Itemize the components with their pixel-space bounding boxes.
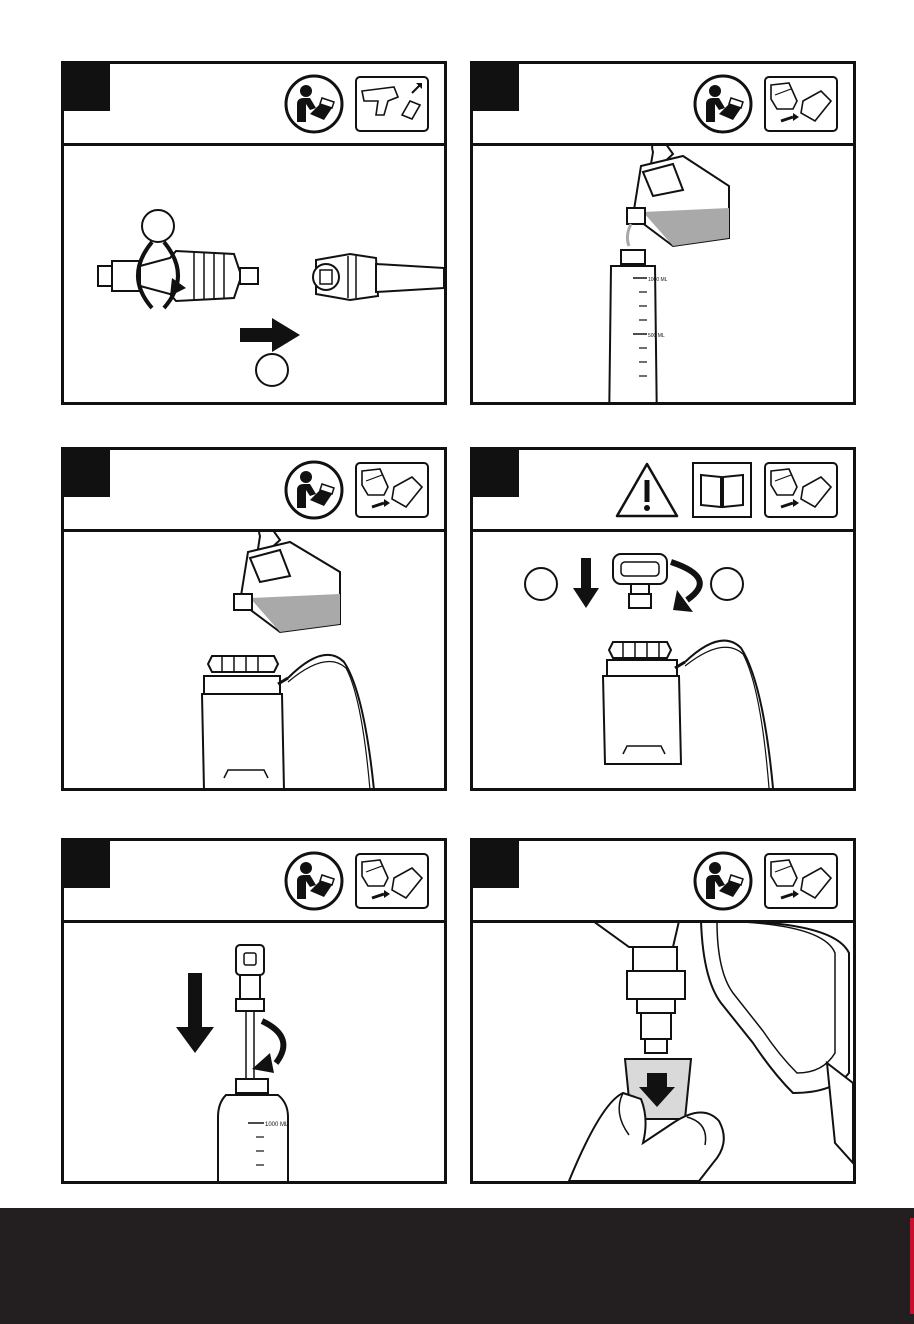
- step-number-box: [473, 841, 519, 888]
- detergent-jug: [627, 146, 729, 246]
- step-panel-1: [61, 61, 447, 405]
- detergent-bottle-icon: [763, 852, 839, 910]
- step-number-box: [473, 64, 519, 111]
- read-manual-icon: [284, 74, 344, 134]
- panel-header: [473, 841, 853, 923]
- detergent-tank: [603, 641, 773, 788]
- step-number-box: [473, 450, 519, 497]
- callout-circle: [525, 568, 557, 600]
- panel-illustration: 1000 ML 500 ML: [473, 146, 853, 402]
- connect-to-gun-illustration: [473, 923, 853, 1181]
- close-tank-illustration: [473, 532, 853, 788]
- footer-bar: [0, 1208, 914, 1324]
- step-panel-5: 1000 ML: [61, 838, 447, 1184]
- lance-connection-illustration: [64, 146, 444, 402]
- panel-header: [473, 450, 853, 532]
- step-number-box: [64, 450, 110, 497]
- panel-header: [64, 64, 444, 146]
- detergent-bottle-icon: [763, 461, 839, 519]
- panel-header: [473, 64, 853, 146]
- tank-cap: [613, 554, 667, 608]
- read-manual-icon: [284, 851, 344, 911]
- spray-gun-accessory-icon: [354, 75, 430, 133]
- fill-bottle-illustration: 1000 ML 500 ML: [473, 146, 853, 402]
- detergent-jug: [234, 532, 340, 632]
- detergent-bottle-icon: [763, 75, 839, 133]
- footer-accent-stripe: [910, 1218, 914, 1314]
- push-arrow: [240, 318, 300, 352]
- callout-circle: [142, 210, 174, 242]
- detergent-tank: [202, 655, 374, 788]
- panel-illustration: [473, 923, 853, 1181]
- down-arrow: [573, 558, 599, 608]
- read-manual-icon: [693, 74, 753, 134]
- read-manual-icon: [284, 460, 344, 520]
- fill-tank-illustration: [64, 532, 444, 788]
- panel-header: [64, 450, 444, 532]
- panel-illustration: 1000 ML: [64, 923, 444, 1181]
- bottle-mark-top: 1000 ML: [648, 277, 668, 283]
- step-panel-2: 1000 ML 500 ML: [470, 61, 856, 405]
- measuring-bottle: 1000 ML 500 ML: [609, 250, 668, 402]
- rotate-arrow: [671, 562, 700, 612]
- step-panel-6: [470, 838, 856, 1184]
- step-panel-4: [470, 447, 856, 791]
- open-book-icon: [691, 461, 753, 519]
- callout-circle: [711, 568, 743, 600]
- callout-circle: [256, 354, 288, 386]
- measuring-bottle: 1000 ML: [218, 1079, 289, 1181]
- detergent-bottle-icon: [354, 852, 430, 910]
- panel-illustration: [64, 532, 444, 788]
- panel-header: [64, 841, 444, 923]
- read-manual-icon: [693, 851, 753, 911]
- rotate-arrow: [252, 1021, 283, 1073]
- warning-triangle-icon: [613, 460, 681, 520]
- attach-bottle-illustration: 1000 ML: [64, 923, 444, 1181]
- step-number-box: [64, 841, 110, 888]
- lance-adapter-part: [98, 242, 258, 308]
- lance-tube: [313, 254, 444, 300]
- panel-illustration: [473, 532, 853, 788]
- panel-illustration: [64, 146, 444, 402]
- step-panel-3: [61, 447, 447, 791]
- bottle-mark: 1000 ML: [265, 1122, 289, 1128]
- detergent-bottle-icon: [354, 461, 430, 519]
- step-number-box: [64, 64, 110, 111]
- down-arrow: [176, 973, 214, 1053]
- bottle-mark-mid: 500 ML: [648, 333, 665, 339]
